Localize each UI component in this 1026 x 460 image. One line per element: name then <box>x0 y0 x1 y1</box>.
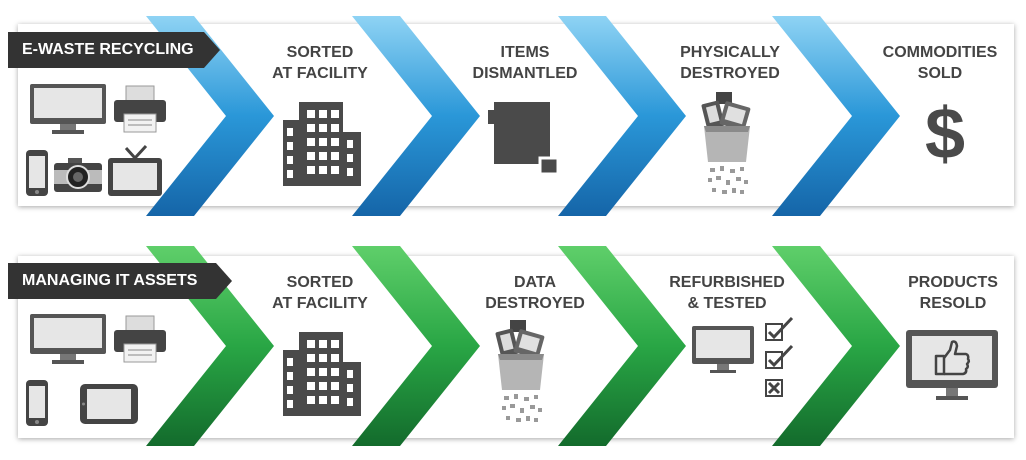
stage-title-refurbished: REFURBISHED& TESTED <box>669 274 785 312</box>
chevron-ewaste-2 <box>352 16 480 216</box>
desktop-monitor-icon <box>30 84 106 134</box>
dollar-sign-icon: $ <box>924 94 966 174</box>
television-icon <box>108 144 162 196</box>
monitor-checklist-icon <box>692 316 794 397</box>
chevron-it-3 <box>558 246 686 446</box>
tablet-icon <box>80 384 138 424</box>
printer-icon <box>114 315 166 363</box>
phone-icon <box>26 380 48 426</box>
desktop-monitor-icon <box>30 314 106 364</box>
chevron-it-4 <box>772 246 900 446</box>
row-label-it-assets: MANAGING IT ASSETS <box>8 263 232 299</box>
chevron-it-2 <box>352 246 480 446</box>
row-label-ewaste: E-WASTE RECYCLING <box>8 32 220 68</box>
chevron-ewaste-4 <box>772 16 900 216</box>
shredder-icon <box>495 320 545 422</box>
dismantled-squares-icon <box>488 102 560 176</box>
office-building-icon <box>283 102 361 186</box>
shredder-icon <box>701 92 751 194</box>
printer-icon <box>114 85 166 133</box>
thumbs-up-monitor-icon <box>906 330 998 400</box>
camera-icon <box>54 158 102 192</box>
phone-icon <box>26 150 48 196</box>
chevron-ewaste-3 <box>558 16 686 216</box>
office-building-icon <box>283 332 361 416</box>
